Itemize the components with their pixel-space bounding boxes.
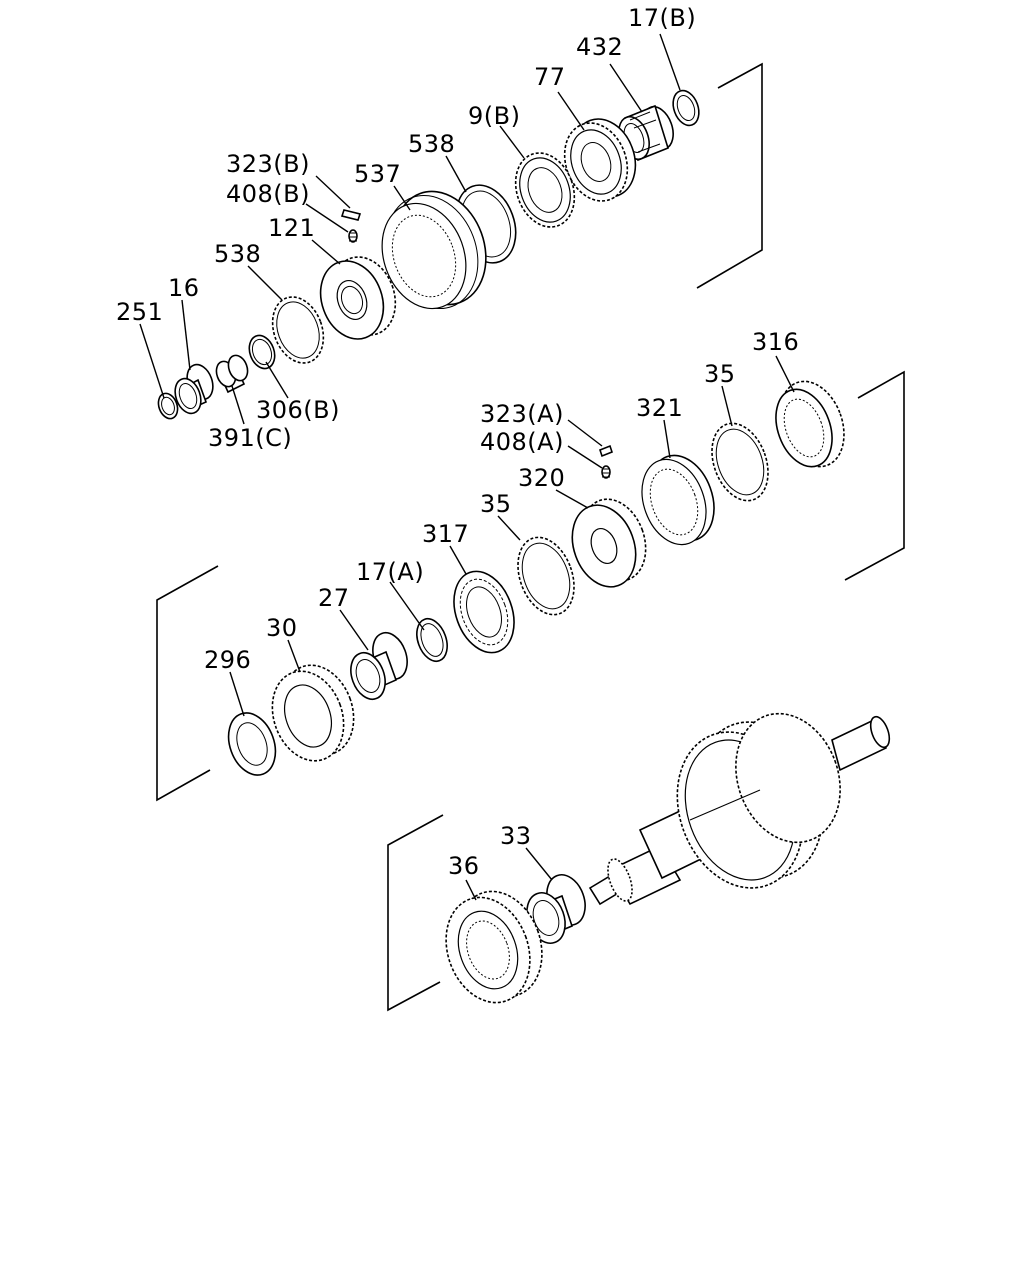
snap-ring-17b	[672, 89, 700, 127]
hub-320	[571, 498, 647, 588]
label-27: 27	[318, 584, 350, 612]
cone-317	[453, 570, 515, 654]
label-33: 33	[500, 822, 532, 850]
gear-30	[271, 664, 355, 762]
label-317: 317	[422, 520, 469, 548]
label-36: 36	[448, 852, 480, 880]
ring-35-lower	[517, 536, 575, 616]
label-320: 320	[518, 464, 565, 492]
sleeve-537	[381, 190, 487, 310]
spring-408b	[348, 229, 358, 243]
leader-lines	[139, 33, 795, 901]
needle-bearing-27	[350, 631, 408, 701]
label-537: 537	[354, 160, 401, 188]
label-321: 321	[636, 394, 683, 422]
label-251: 251	[116, 298, 163, 326]
ring-35-upper	[711, 422, 769, 502]
gear-77	[563, 118, 637, 202]
label-17a: 17(A)	[356, 558, 424, 586]
spring-408a	[601, 465, 611, 479]
bracket-middle-right	[844, 370, 905, 581]
needle-bearing-16	[174, 363, 214, 415]
label-538-lower: 538	[214, 240, 261, 268]
sync-ring-9b	[514, 152, 576, 228]
blocker-ring-538-lower	[271, 296, 325, 364]
key-323b	[340, 209, 362, 221]
label-432: 432	[576, 33, 623, 61]
label-9b: 9(B)	[468, 102, 520, 130]
cone-316	[775, 380, 845, 468]
label-408a: 408(A)	[480, 428, 564, 456]
label-30: 30	[266, 614, 298, 642]
bracket-top-group	[696, 62, 763, 289]
label-17b: 17(B)	[628, 4, 696, 32]
label-316: 316	[752, 328, 799, 356]
key-323a	[599, 444, 613, 458]
snap-ring-251	[157, 392, 179, 420]
label-323a: 323(A)	[480, 400, 564, 428]
label-306b: 306(B)	[256, 396, 340, 424]
label-35-upper: 35	[704, 360, 736, 388]
label-538-upper: 538	[408, 130, 455, 158]
main-shaft	[588, 712, 891, 906]
washer-296	[227, 712, 277, 776]
collar-391c	[215, 354, 249, 394]
label-16: 16	[168, 274, 200, 302]
needle-bearing-432	[618, 104, 674, 162]
sleeve-321	[641, 454, 715, 546]
snap-ring-306b	[248, 334, 276, 370]
snap-ring-17a	[416, 617, 448, 663]
hub-121	[319, 256, 397, 340]
bracket-bottom-left	[387, 814, 444, 1012]
bracket-middle-left	[156, 565, 219, 802]
part-labels: 17(B) 432 77 9(B) 538 537 323(B) 408(B) …	[116, 4, 799, 880]
label-408b: 408(B)	[226, 180, 310, 208]
label-77: 77	[534, 63, 566, 91]
gear-36	[445, 890, 543, 1004]
label-121: 121	[268, 214, 315, 242]
label-35-lower: 35	[480, 490, 512, 518]
label-323b: 323(B)	[226, 150, 310, 178]
label-296: 296	[204, 646, 251, 674]
label-391c: 391(C)	[208, 424, 292, 452]
